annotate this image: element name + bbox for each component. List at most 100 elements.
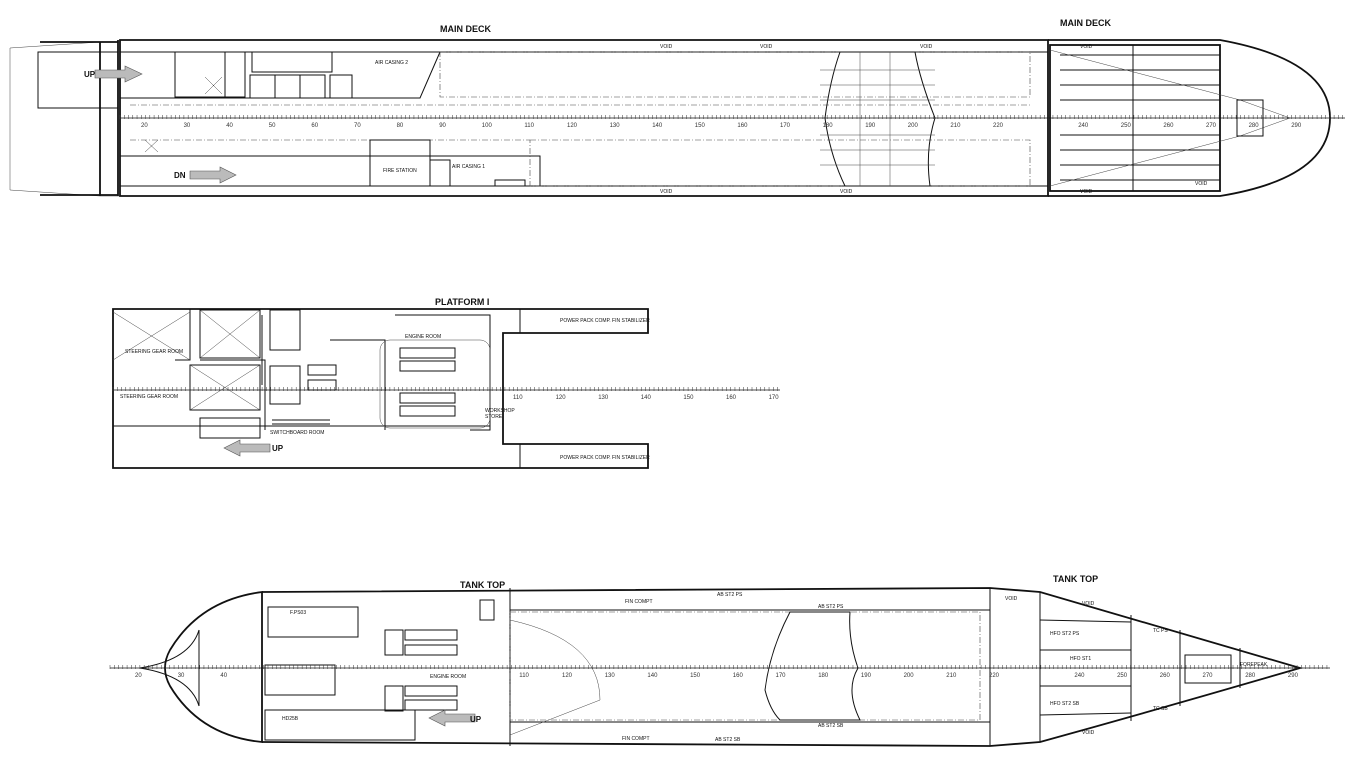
room-label: TC PS (1153, 628, 1168, 634)
frame-label: 40 (220, 673, 227, 679)
frame-label: 250 (1117, 673, 1128, 679)
transom (40, 40, 119, 196)
room-label: STEERING GEAR ROOM (120, 394, 178, 400)
frame-label: 30 (178, 673, 185, 679)
room-label: FIN COMPT (622, 736, 650, 742)
frame-label: 270 (1203, 673, 1214, 679)
frame-label: 90 (439, 123, 446, 129)
frame-label: 170 (776, 673, 787, 679)
frame-label: 40 (226, 123, 233, 129)
frame-label: 290 (1288, 673, 1299, 679)
frame-label: 170 (769, 395, 780, 401)
main-deck-plan: MAIN DECK MAIN DECK (9, 18, 1345, 197)
room-label: STORE (485, 414, 503, 420)
frame-label: 120 (562, 673, 573, 679)
frame-label: 70 (354, 123, 361, 129)
tank-longitudinals (510, 609, 1132, 723)
tank-box (264, 664, 336, 696)
tank-box (264, 709, 416, 741)
frame-label: 280 (1249, 123, 1260, 129)
room-label: VOID (1080, 189, 1093, 195)
cargo-elevator-outline (824, 51, 936, 187)
stern-arc (509, 619, 601, 736)
frame-label: 130 (610, 123, 621, 129)
frame-label: 60 (311, 123, 318, 129)
room-label: AB ST2 PS (717, 592, 743, 598)
frame-label: 260 (1160, 673, 1171, 679)
room-label: HFO ST2 SB (1050, 701, 1080, 707)
room-box (199, 417, 261, 439)
room-label: STEERING GEAR ROOM (125, 349, 183, 355)
frame-label: 30 (184, 123, 191, 129)
elevator-grid (820, 52, 935, 186)
frame-label: 50 (269, 123, 276, 129)
frame-label: 180 (818, 673, 829, 679)
room-label: VOID (1082, 601, 1095, 607)
room-label: VOID (840, 189, 853, 195)
room-label: VOID (660, 44, 673, 50)
tank-engines (384, 599, 495, 712)
up-label: UP (84, 70, 96, 79)
frame-label: 130 (598, 395, 609, 401)
engine-icons (269, 339, 491, 429)
room-label: ENGINE ROOM (405, 334, 441, 340)
power-pack-comp-ps (519, 308, 649, 334)
frame-label: 80 (397, 123, 404, 129)
room-label: WORKSHOP (485, 408, 515, 414)
frame-label: 240 (1078, 123, 1089, 129)
frame-label: 220 (993, 123, 1004, 129)
frame-label: 100 (482, 123, 493, 129)
upper-ramp (37, 51, 119, 109)
dn-label: DN (174, 171, 186, 180)
frame-label: 140 (647, 673, 658, 679)
up-arrow-icon (94, 65, 143, 83)
room-label: AB ST2 PS (818, 604, 844, 610)
hoistable-deck-lower (529, 139, 1031, 187)
frame-label: 260 (1163, 123, 1174, 129)
frame-label: 290 (1291, 123, 1302, 129)
tank-top-plan: TANK TOP TANK TOP UP FIN COMPT FIN COMPT… (109, 574, 1330, 747)
frame-label: 180 (823, 123, 834, 129)
frame-label: 160 (733, 673, 744, 679)
frame-label: 210 (946, 673, 957, 679)
room-label: HFO ST2 PS (1050, 631, 1080, 637)
room-box (189, 364, 261, 411)
hoistable-deck-upper (439, 51, 1031, 98)
frame-label: 130 (605, 673, 616, 679)
room-label: HFO ST1 (1070, 656, 1091, 662)
tank-top-title: TANK TOP (460, 580, 505, 590)
room-label: HD25B (282, 716, 299, 722)
tank-blob (764, 611, 861, 721)
frame-label: 110 (519, 673, 529, 679)
tank-room-labels: FIN COMPT FIN COMPT AB ST2 PS AB ST2 SB … (282, 592, 1268, 743)
room-label: ENGINE ROOM (430, 674, 466, 680)
room-label: SWITCHBOARD ROOM (270, 430, 324, 436)
frame-label: 190 (861, 673, 872, 679)
tank-up-label: UP (470, 715, 482, 724)
room-label: VOID (1082, 730, 1095, 736)
frame-label: 20 (141, 123, 148, 129)
frame-label: 150 (695, 123, 706, 129)
frame-label: 150 (690, 673, 701, 679)
main-deck-title: MAIN DECK (440, 24, 491, 34)
platform-up-label: UP (272, 444, 284, 453)
room-label: VOID (1195, 181, 1208, 187)
frame-label: 160 (737, 123, 748, 129)
frame-label: 170 (780, 123, 791, 129)
frame-label: 200 (908, 123, 919, 129)
frame-label: 140 (652, 123, 663, 129)
frame-label: 250 (1121, 123, 1132, 129)
hold-dashed-area (509, 611, 981, 721)
room-label: AB ST2 SB (818, 723, 844, 729)
room-label: TC SB (1153, 706, 1168, 712)
accommodation-rooms (144, 51, 526, 187)
room-label: VOID (1080, 44, 1093, 50)
frame-label: 20 (135, 673, 142, 679)
frame-label: 200 (904, 673, 915, 679)
frame-label: 210 (950, 123, 961, 129)
frame-label: 110 (524, 123, 534, 129)
stern-ramp-outline (9, 41, 120, 197)
lane-lines (130, 104, 1030, 141)
frame-label: 240 (1074, 673, 1085, 679)
